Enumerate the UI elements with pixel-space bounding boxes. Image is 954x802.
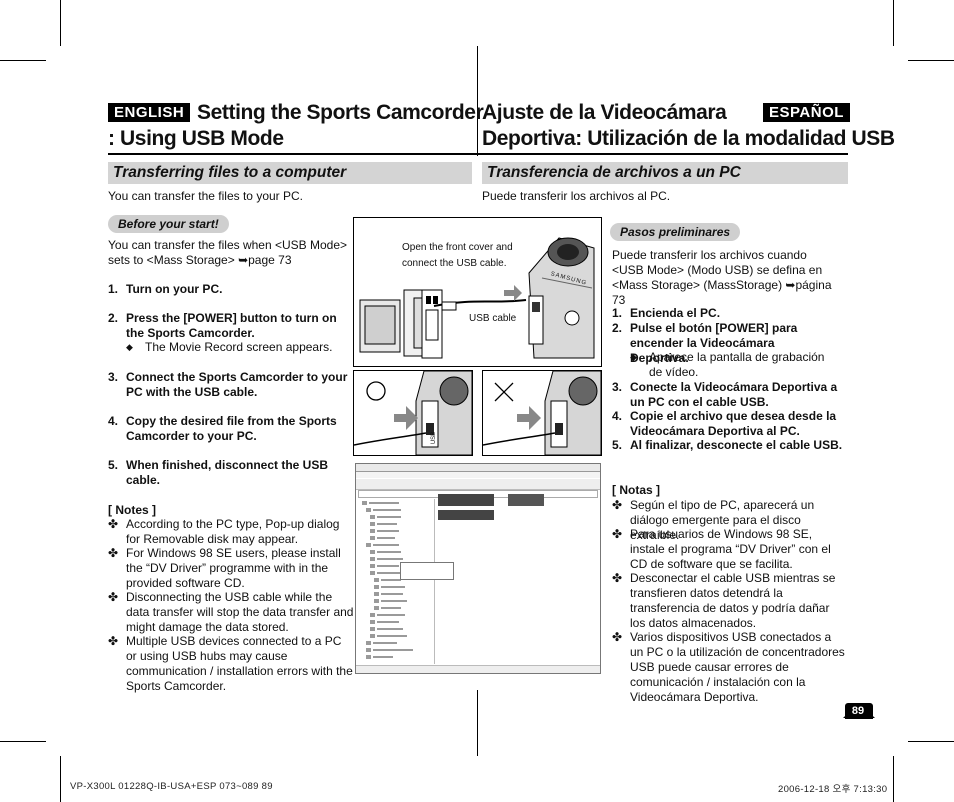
correct-connection-figure: USB <box>353 370 473 456</box>
drag-popup <box>400 562 454 580</box>
file-thumbnail <box>438 494 494 506</box>
page-title-en-line2: : Using USB Mode <box>108 127 284 150</box>
page-number-badge <box>845 703 873 719</box>
para-es: Puede transferir los archivos cuando <US… <box>612 248 832 307</box>
crop-mark <box>893 0 894 46</box>
pasos-pill: Pasos preliminares <box>610 223 741 241</box>
crop-mark <box>893 756 894 802</box>
para-en-2: sets to <Mass Storage> ➥page 73 <box>108 253 292 267</box>
before-start-pill: Before your start! <box>108 215 229 233</box>
note-bullet-icon: ✤ <box>612 498 623 512</box>
title-rule <box>108 153 848 155</box>
center-crop-mark <box>477 46 478 156</box>
crop-mark <box>60 756 61 802</box>
diamond-bullet-icon: ◆ <box>630 352 637 362</box>
page-number: 89 <box>851 705 865 717</box>
crop-mark <box>0 741 46 742</box>
explorer-statusbar <box>356 665 600 673</box>
note-bullet-icon: ✤ <box>612 527 623 541</box>
correct-illustration <box>354 371 472 455</box>
file-thumbnail <box>438 510 494 520</box>
incorrect-connection-figure <box>482 370 602 456</box>
section-heading-es: Transferencia de archivos a un PC <box>482 162 848 184</box>
file-thumbnail <box>508 494 544 506</box>
center-crop-mark <box>477 690 478 756</box>
usb-connection-figure: Open the front cover and connect the USB… <box>353 217 602 367</box>
notes-title-es: [ Notas ] <box>612 483 660 497</box>
footer-right: 2006-12-18 오후 7:13:30 <box>778 784 888 795</box>
explorer-menubar <box>356 472 600 478</box>
note-bullet-icon: ✤ <box>108 546 119 560</box>
language-tag-english: ENGLISH <box>108 103 191 122</box>
crop-mark <box>0 60 46 61</box>
diamond-bullet-icon: ◆ <box>126 342 133 352</box>
note-bullet-icon: ✤ <box>108 634 119 648</box>
usb-port-label: USB <box>431 431 438 445</box>
intro-text-es: Puede transferir los archivos al PC. <box>482 189 671 203</box>
note-bullet-icon: ✤ <box>612 571 623 585</box>
note-bullet-icon: ✤ <box>108 517 119 531</box>
crop-mark <box>908 60 954 61</box>
intro-text-en: You can transfer the files to your PC. <box>108 189 303 203</box>
pc-connection-illustration <box>359 237 595 359</box>
section-heading-en: Transferring files to a computer <box>108 162 472 184</box>
crop-mark <box>60 0 61 46</box>
para-en-1: You can transfer the files when <USB Mod… <box>108 238 348 252</box>
explorer-titlebar <box>356 464 600 472</box>
crop-mark <box>908 741 954 742</box>
language-tag-espanol: ESPAÑOL <box>763 103 850 122</box>
explorer-screenshot <box>355 463 601 674</box>
incorrect-illustration <box>483 371 601 455</box>
explorer-toolbar <box>356 479 600 490</box>
page-title-en-line1: Setting the Sports Camcorder <box>197 101 484 124</box>
usb-cable-label: USB cable <box>469 313 517 324</box>
notes-title-en: [ Notes ] <box>108 503 156 517</box>
note-bullet-icon: ✤ <box>108 590 119 604</box>
page-title-es-line1: Ajuste de la Videocámara <box>482 101 727 124</box>
note-bullet-icon: ✤ <box>612 630 623 644</box>
callout-text: Open the front cover and connect the USB… <box>402 242 513 269</box>
explorer-folder-tree <box>358 499 435 664</box>
footer-left: VP-X300L 01228Q-IB-USA+ESP 073~089 89 <box>70 781 273 792</box>
page-title-es-line2: Deportiva: Utilización de la modalidad U… <box>482 127 895 150</box>
